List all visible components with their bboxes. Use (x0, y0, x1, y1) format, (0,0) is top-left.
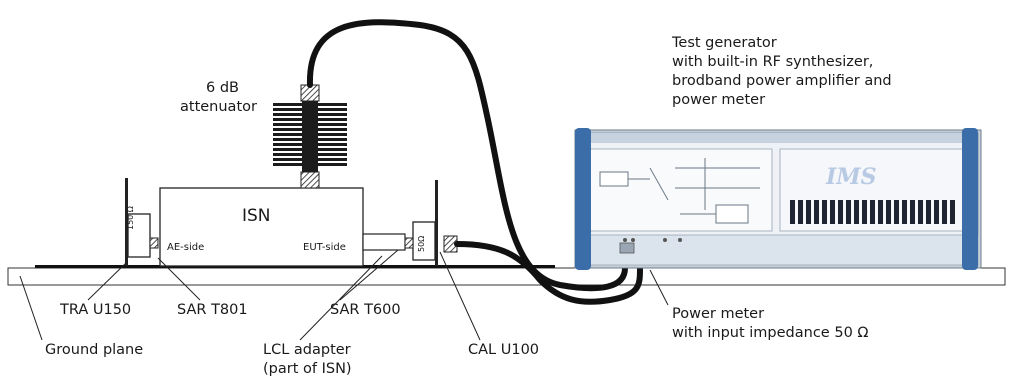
ground-plane-label: Ground plane (45, 342, 144, 358)
lcl-adapter (362, 233, 406, 251)
tra-u150-body (127, 213, 151, 258)
power-meter-label-2: with input impedance 50 Ω (672, 325, 869, 341)
lcl-adapter-label-2: (part of ISN) (263, 361, 352, 377)
base-strip-right (400, 265, 555, 268)
cable-attenuator-to-generator (306, 19, 628, 292)
sar-t600-connector (404, 237, 414, 249)
tra-u150-connector (149, 237, 159, 249)
ims-logo: IMS (826, 164, 877, 190)
tra-resistor-label: 150 Ω (126, 206, 135, 230)
sar-t600-label: SAR T600 (330, 302, 401, 318)
power-meter-label-1: Power meter (672, 306, 765, 322)
eut-side-label: EUT-side (303, 242, 346, 253)
isn-box (159, 187, 364, 267)
test-generator-label-2: with built-in RF synthesizer, (672, 54, 874, 70)
test-generator-label-4: power meter (672, 92, 766, 108)
attenuator-bottom-connector (300, 171, 320, 189)
tra-u150-label: TRA U150 (60, 302, 132, 318)
ae-side-label: AE-side (167, 242, 205, 253)
cal-u100-label: CAL U100 (468, 342, 540, 358)
lcl-adapter-label-1: LCL adapter (263, 342, 351, 358)
isn-label: ISN (242, 206, 271, 226)
test-generator-label-3: brodband power amplifier and (672, 73, 892, 89)
test-generator (574, 128, 982, 270)
attenuator-label-2: attenuator (180, 99, 257, 115)
cal-resistor-label: 50Ω (417, 235, 426, 252)
attenuator-label-1: 6 dB (206, 80, 239, 96)
test-generator-label-1: Test generator (672, 35, 777, 51)
sar-t600-plate (435, 180, 438, 266)
leader-lines (19, 249, 669, 341)
attenuator-fins (273, 101, 347, 172)
cable-cal-to-generator (454, 241, 643, 305)
ground-plane (7, 267, 1006, 286)
tra-u150-plate (125, 178, 128, 266)
sar-t801-label: SAR T801 (177, 302, 248, 318)
